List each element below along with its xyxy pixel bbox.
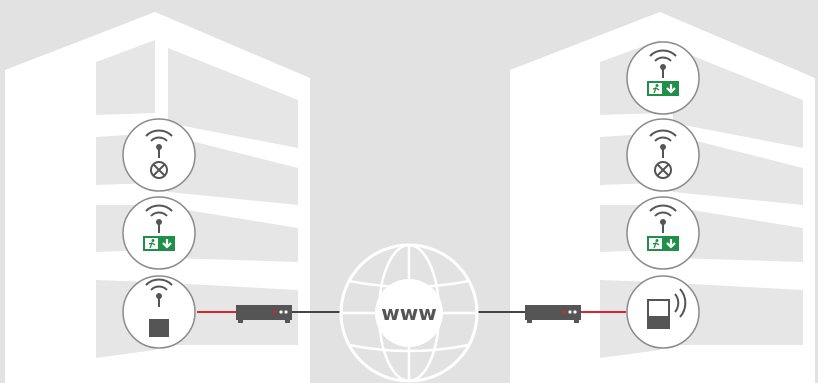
- luminaire-icon: [655, 162, 671, 178]
- exit-sign-icon: [647, 81, 679, 96]
- wireless-emergency-luminaire-node: [627, 119, 699, 191]
- exit-sign-icon: [647, 236, 679, 251]
- gateway-icon: [149, 319, 169, 337]
- exit-sign-icon: [143, 236, 175, 251]
- monitoring-panel-icon: [648, 300, 669, 328]
- wireless-emergency-luminaire-node: [123, 119, 195, 191]
- wireless-exit-sign-node: [627, 197, 699, 269]
- wireless-monitoring-panel-node: [627, 276, 699, 348]
- luminaire-icon: [151, 162, 167, 178]
- wireless-exit-sign-node: [627, 42, 699, 114]
- internet-globe: www: [341, 245, 477, 381]
- www-label: www: [381, 301, 436, 325]
- wireless-exit-sign-node: [123, 197, 195, 269]
- wireless-gateway-node: [123, 276, 195, 348]
